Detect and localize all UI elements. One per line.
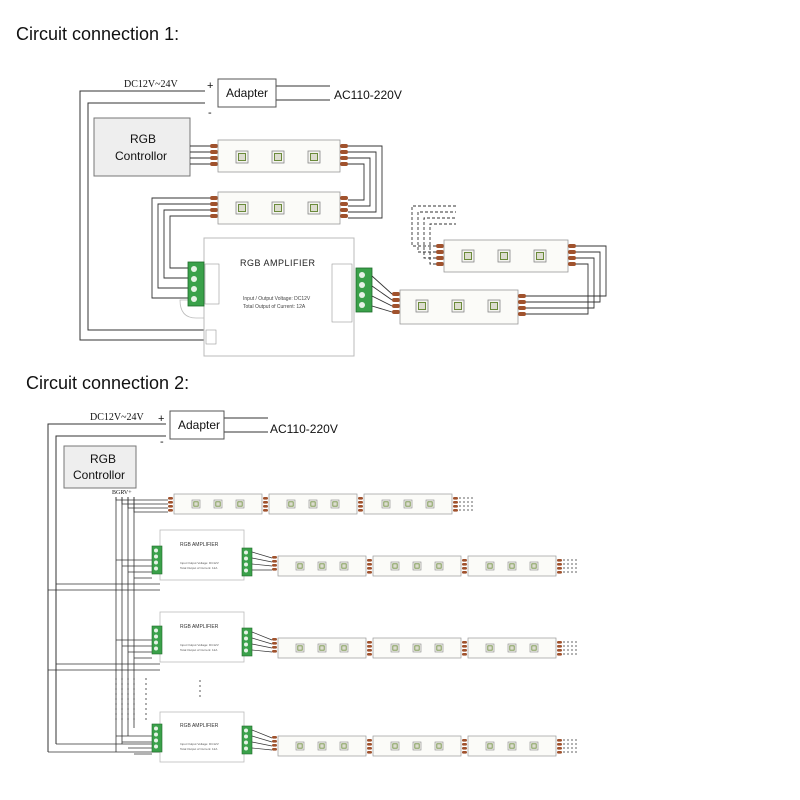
strip2-amp-wires [151,197,210,299]
amplifier-spec1-2a: Input Output Voltage: DC12V [180,561,219,565]
rgb-controller-box-1 [93,117,191,177]
controller2-label-line1: RGB [90,452,116,466]
amplifier-spec1-2b: Input Output Voltage: DC12V [180,643,219,647]
power-wires-2 [47,417,268,752]
ac-label-2: AC110-220V [270,422,338,436]
amplifier-spec2-1: Total Output of Current: 12A [243,304,306,310]
diagram1-title: Circuit connection 1: [16,24,179,44]
strip1-strip2-wires [348,145,383,219]
amplifier-spec2-2b: Total Output of Current: 12A [180,648,217,652]
amplifier-row-1: RGB AMPLIFIER Input Output Voltage: DC12… [151,529,578,581]
diagram1-plus-sign: + [207,80,213,92]
adapter-label-1: Adapter [226,86,268,100]
circuit-connection-1: Circuit connection 1: DC12V~24V + - Adap… [16,24,607,357]
circuit-connection-2: Circuit connection 2: DC12V~24V + - Adap… [26,373,578,763]
adapter-box-1 [217,78,277,108]
diagram1-minus-sign: - [208,107,212,119]
led-strip-1c [392,289,526,325]
diagram2-dc-label: DC12V~24V [90,412,145,423]
amplifier-spec1-1: Input / Output Voltage: DC12V [243,296,311,302]
diagram2-minus-sign: - [160,436,164,448]
diagram2-title: Circuit connection 2: [26,373,189,393]
amplifier-title-2a: RGB AMPLIFIER [180,542,219,548]
ac-label-1: AC110-220V [334,88,402,102]
power-wires-1 [79,85,330,341]
adapter-label-2: Adapter [178,418,220,432]
continuation-wires-1 [411,205,456,265]
amplifier-spec2-2a: Total Output of Current: 12A [180,566,217,570]
diagram1-dc-label: DC12V~24V [124,79,179,90]
led-strip-row-0 [168,494,474,514]
amplifier-title-2b: RGB AMPLIFIER [180,624,219,630]
controller-label-line1: RGB [130,132,156,146]
led-strip-1d [436,239,576,273]
bus-continuation-2 [115,678,201,722]
amp-output-wires-1 [371,275,393,313]
adapter-box-2 [169,410,225,440]
amplifier-row-3: RGB AMPLIFIER Input Output Voltage: DC12… [151,711,578,763]
controller2-label-line2: Controllor [73,468,125,482]
rgb-controller-box-2 [63,445,137,489]
amplifier-title-2c: RGB AMPLIFIER [180,723,219,729]
rgb-amplifier-1: RGB AMPLIFIER Input / Output Voltage: DC… [179,237,373,357]
controller-output-wires-1 [190,145,210,165]
amplifier-spec2-2c: Total Output of Current: 12A [180,747,217,751]
led-strip-1b [210,191,348,225]
controller2-pin-label: BGRV+ [112,490,132,496]
strip3-strip4-wires [526,245,607,315]
diagram2-plus-sign: + [158,413,164,425]
led-strip-1a [210,139,348,173]
controller-bus-2 [48,497,168,755]
controller-label-line2: Controllor [115,149,167,163]
amplifier-title-1: RGB AMPLIFIER [240,258,316,268]
amplifier-row-2: RGB AMPLIFIER Input Output Voltage: DC12… [151,611,578,663]
amplifier-spec1-2c: Input Output Voltage: DC12V [180,742,219,746]
